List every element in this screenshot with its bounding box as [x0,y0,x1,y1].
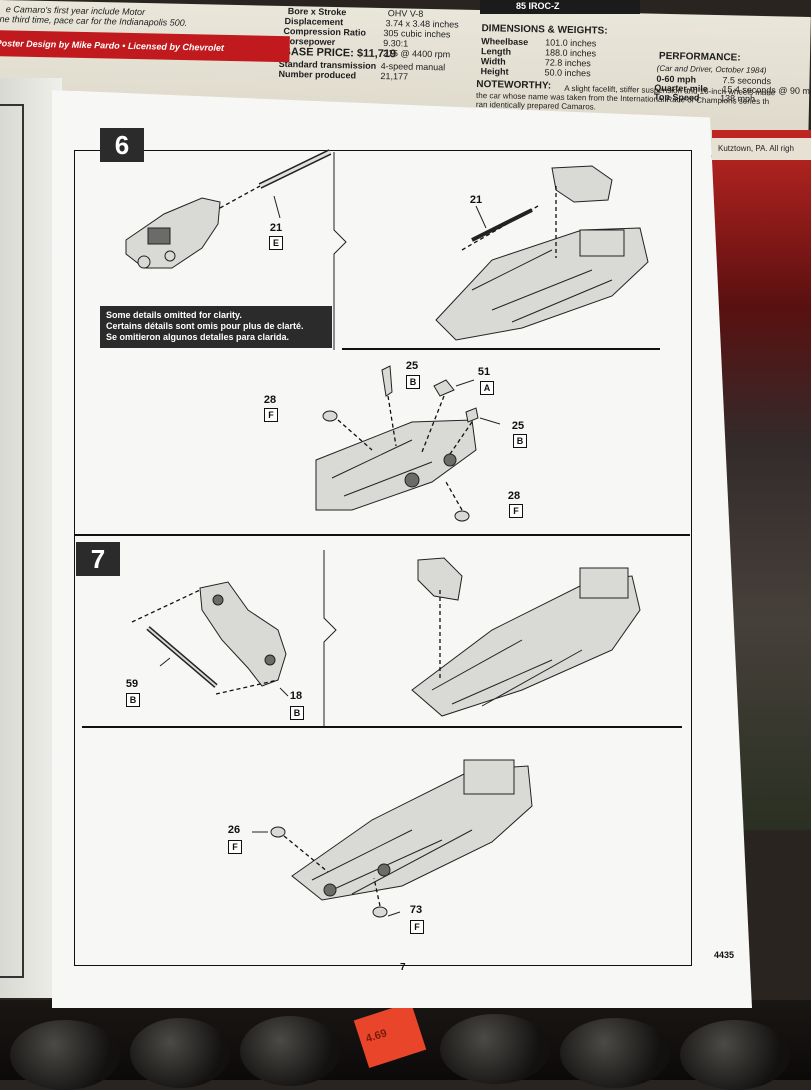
model-tag-text: 85 IROC-Z [516,1,560,11]
parts-tree-label: B [513,434,527,448]
chassis-final [291,759,533,901]
leader-line [455,379,475,387]
crossmember-18 [199,581,287,687]
parts-tree-label: A [480,381,494,395]
parts-tree-label: E [269,236,283,250]
step-6-badge: 6 [100,128,144,162]
poster-footer-strip: Kutztown, PA. All righ [712,138,811,160]
step-separator [323,550,337,726]
chassis-rear-detail [315,419,477,511]
part-number: 25 [511,420,525,432]
part-number: 73 [409,904,423,916]
part-number: 28 [507,490,521,502]
engine-assembly [125,197,221,269]
left-page-frame [0,104,24,978]
jar [130,1018,230,1088]
guide-line [387,395,397,447]
steering-rack-59 [146,626,218,688]
base-price: BASE PRICE: $11,719 [282,45,397,61]
step-7-badge: 7 [76,542,120,576]
performance-title: PERFORMANCE: [658,50,741,64]
left-page [0,78,62,998]
poster-model-tag: 85 IROC-Z [480,0,640,14]
jar [10,1020,120,1090]
instruction-sheet: 6 7 Some details omitted for clarity. Ce… [52,90,752,1008]
leader-line [273,195,281,219]
leader-line [479,417,501,425]
perf-value: 138 mph [719,93,756,104]
poster-credit: Poster Design by Mike Pardo • Licensed b… [0,38,224,53]
parts-tree-label: F [410,920,424,934]
driveshaft-21b [471,208,533,242]
parts-tree-label: F [264,408,278,422]
dim-label: Length [480,46,512,57]
guide-line [373,877,381,907]
part-number: 59 [125,678,139,690]
leader-line [279,687,289,697]
spec-value: 9.30:1 [383,38,409,49]
part-73 [372,906,388,918]
guide-line [131,589,201,623]
divider [74,534,690,536]
price-sticker-text: 4.69 [364,1027,389,1046]
guide-line [283,835,329,873]
part-25-right [465,407,479,423]
part-number: 26 [227,824,241,836]
note-line-es: Se omitieron algunos detalles para clari… [106,332,290,342]
note-line-fr: Certains détails sont omis pour plus de … [106,321,304,331]
jar [240,1016,340,1086]
part-51 [433,379,455,397]
parts-tree-label: F [509,504,523,518]
parts-tree-label: B [126,693,140,707]
dim-value: 50.0 inches [544,67,591,79]
chassis-step7 [411,557,641,717]
part-number: 51 [477,366,491,378]
page-number: 7 [400,962,406,973]
dimensions-title: DIMENSIONS & WEIGHTS: [481,23,608,37]
parts-tree-label: B [290,706,304,720]
parts-tree-label: F [228,840,242,854]
dim-label: Height [480,66,509,77]
guide-line [337,419,373,451]
part-28-upper [322,410,338,422]
part-25-left [381,365,393,397]
part-number: 18 [289,690,303,702]
jar [560,1018,670,1088]
chassis-step6 [435,165,649,341]
guide-line [445,481,463,511]
step-separator [333,152,347,350]
parts-tree-label: B [406,375,420,389]
kit-number: 4435 [714,950,735,960]
poster-text: ne third time, pace car for the Indianap… [0,13,188,28]
dim-label: Width [480,56,506,67]
divider [342,348,660,350]
guide-line [219,185,261,209]
guide-line [215,679,279,695]
leader-line [475,205,487,229]
driveshaft-21 [258,149,332,189]
assembly-diagrams [125,149,649,918]
noteworthy-label: NOTEWORTHY: [476,78,552,92]
spec-label: Number produced [278,68,357,81]
jar [680,1020,790,1090]
part-number: 25 [405,360,419,372]
divider [82,726,682,728]
spec-value: 21,177 [380,70,409,82]
instruction-frame [74,150,692,966]
leader-line [159,657,171,667]
part-28-lower [454,510,470,522]
poster-footer-text: Kutztown, PA. All righ [718,144,794,153]
perf-label: Top Speed [654,91,700,103]
part-number: 21 [269,222,283,234]
jar [440,1014,550,1084]
leader-line [387,911,401,917]
part-number: 28 [263,394,277,406]
note-line-en: Some details omitted for clarity. [106,310,242,320]
clarity-note: Some details omitted for clarity. Certai… [100,306,332,348]
part-number: 21 [469,194,483,206]
part-26 [270,826,286,838]
guide-line [421,395,445,453]
